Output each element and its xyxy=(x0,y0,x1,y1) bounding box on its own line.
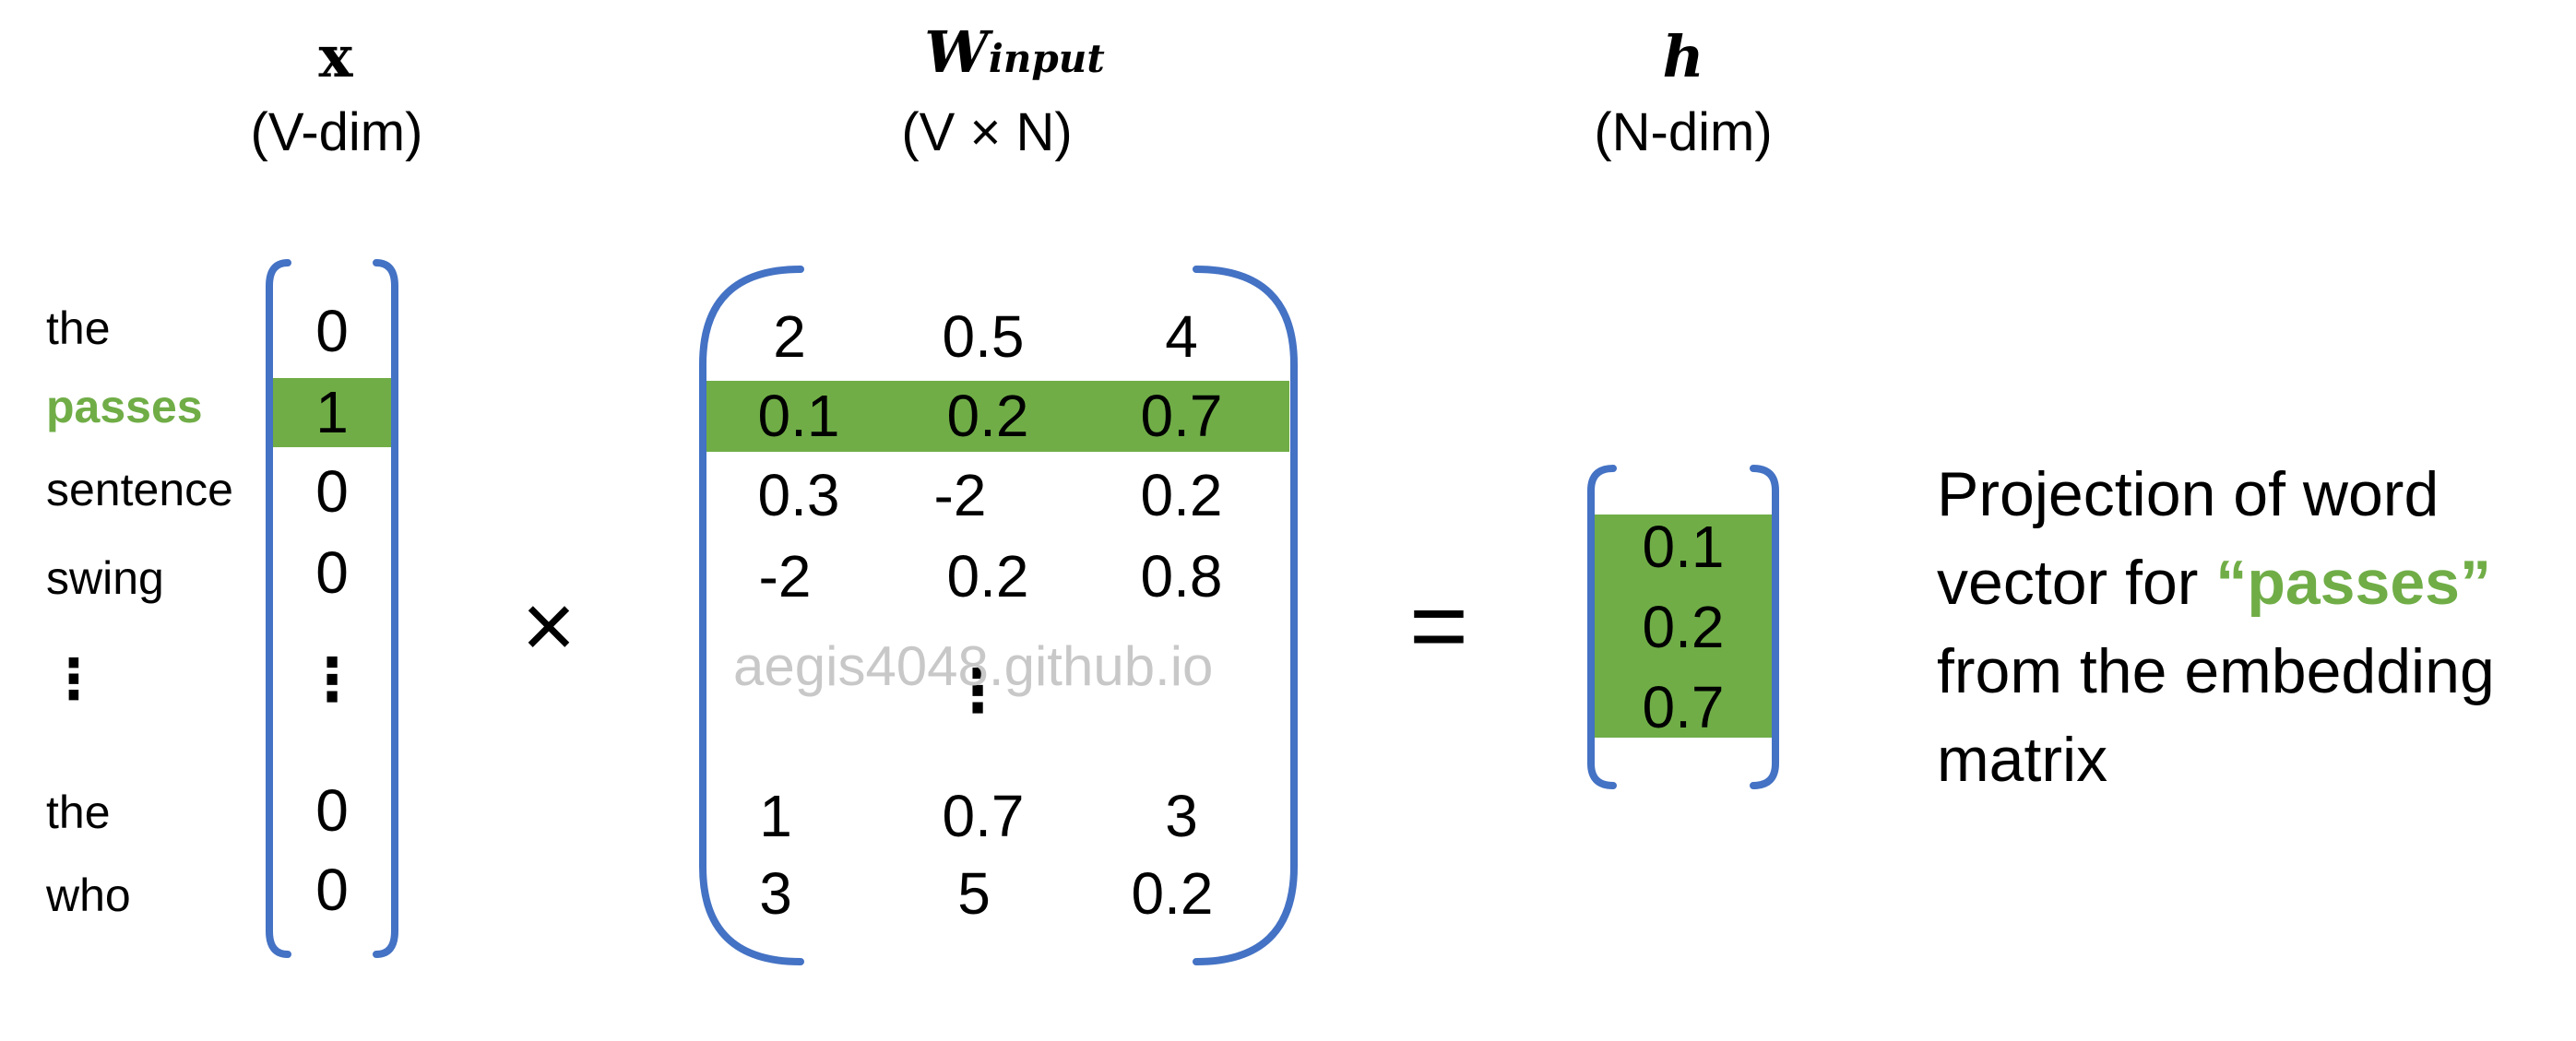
caption-line-2: vector for “passes” xyxy=(1937,538,2495,627)
w-cell-highlighted: 0.7 xyxy=(1140,383,1223,449)
w-cell-highlighted: 0.1 xyxy=(757,383,840,449)
w-cell: 0.3 xyxy=(757,462,840,528)
word-label-passes: passes xyxy=(46,381,203,432)
h-right-bracket xyxy=(1750,465,1779,789)
x-dimension-label: (V-dim) xyxy=(250,102,423,162)
h-value: 0.7 xyxy=(1642,674,1725,740)
x-right-bracket xyxy=(373,259,398,958)
x-value-ellipsis: ⋮ xyxy=(303,646,362,713)
w-subscript: input xyxy=(988,36,1105,81)
word-label-the-2: the xyxy=(46,787,111,838)
w-cell: 1 xyxy=(759,783,792,849)
w-cell: 0.2 xyxy=(1131,860,1214,927)
w-cell: 0.2 xyxy=(946,543,1029,609)
h-highlight-bar xyxy=(1595,515,1772,738)
x-value: 0 xyxy=(315,857,349,923)
word-label-swing: swing xyxy=(46,552,164,604)
x-value: 0 xyxy=(315,458,349,525)
equals-operator: = xyxy=(1408,569,1469,682)
w-cell: 3 xyxy=(759,860,792,927)
caption-line-1: Projection of word xyxy=(1937,459,2439,529)
x-value-highlighted: 1 xyxy=(315,379,349,445)
w-cell: 0.8 xyxy=(1140,543,1223,609)
w-left-paren xyxy=(699,266,804,965)
watermark: aegis4048.github.io xyxy=(733,635,1214,697)
w-dimension-label: (V × N) xyxy=(901,102,1073,162)
word-label-ellipsis: ⋮ xyxy=(46,648,101,710)
w-cell: 5 xyxy=(957,860,991,927)
x-symbol: x xyxy=(318,23,353,90)
h-value: 0.1 xyxy=(1642,514,1725,580)
w-cell: -2 xyxy=(933,462,987,528)
x-left-bracket xyxy=(266,259,291,958)
h-value: 0.2 xyxy=(1642,594,1725,660)
caption-line-2-text: vector for xyxy=(1937,548,2216,618)
h-left-bracket xyxy=(1587,465,1617,789)
word-label-who: who xyxy=(46,869,131,921)
caption-line-3: from the embedding xyxy=(1937,636,2495,706)
w-right-paren xyxy=(1193,266,1298,965)
caption: Projection of word vector for “passes” f… xyxy=(1937,450,2495,804)
h-dimension-label: (N-dim) xyxy=(1594,102,1773,162)
x-value: 0 xyxy=(315,777,349,844)
w-cell: 0.7 xyxy=(942,783,1025,849)
h-symbol: h xyxy=(1662,23,1704,90)
x-value: 0 xyxy=(315,539,349,606)
w-cell: 0.2 xyxy=(1140,462,1223,528)
w-ellipsis: ⋮ xyxy=(948,657,1007,724)
w-highlight-row-bar xyxy=(705,381,1289,452)
w-cell: 0.5 xyxy=(942,303,1025,370)
w-cell: 3 xyxy=(1165,783,1198,849)
word-label-the: the xyxy=(46,302,111,354)
multiply-operator: × xyxy=(521,574,576,678)
caption-highlighted-word: “passes” xyxy=(2215,548,2491,618)
x-highlight-bar xyxy=(272,378,392,447)
w-cell: -2 xyxy=(758,543,812,609)
w-cell-highlighted: 0.2 xyxy=(946,383,1029,449)
caption-line-4: matrix xyxy=(1937,725,2108,795)
x-value: 0 xyxy=(315,298,349,364)
w-cell: 2 xyxy=(773,303,806,370)
w-cell: 4 xyxy=(1165,303,1198,370)
w-input-symbol: Winput xyxy=(862,18,1167,86)
word-label-sentence: sentence xyxy=(46,464,233,515)
w-symbol: W xyxy=(924,18,989,86)
